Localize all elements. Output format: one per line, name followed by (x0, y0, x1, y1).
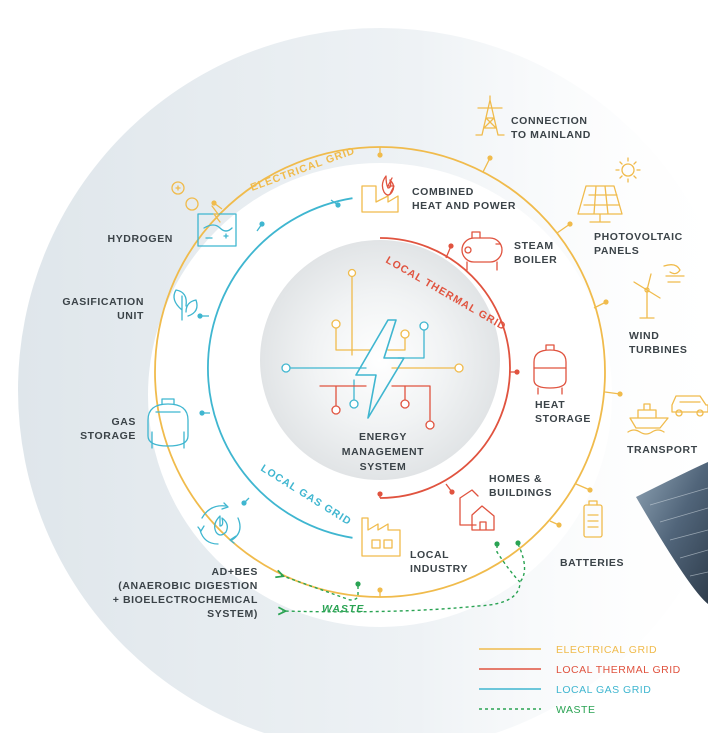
waste-label: WASTE (322, 603, 364, 615)
gasification-label-1: GASIFICATION (62, 296, 144, 308)
gas-connectors (197, 199, 341, 506)
waste-line-industry (280, 575, 359, 601)
chp-plant-icon (361, 175, 399, 213)
thermal-node-3 (377, 491, 383, 497)
steam-boiler-icon (461, 231, 503, 271)
thermal-connectors (377, 243, 520, 498)
heat-storage-label-1: HEAT (535, 399, 565, 411)
legend-label-waste: WASTE (556, 704, 595, 716)
ems-disc (260, 240, 500, 480)
electrical-node-6 (556, 522, 562, 528)
gas-node-1 (197, 313, 203, 319)
electrical-node-1 (487, 155, 493, 161)
wind-turbine-icon (633, 264, 685, 319)
waste-node-homes-b (515, 540, 521, 546)
leaf-icon (173, 289, 198, 321)
house-icon (459, 489, 495, 531)
hydrogen-electrolyser-icon (171, 181, 237, 247)
electrical-node-5 (587, 487, 593, 493)
adbes-label-3: + BIOELECTROCHEMICAL (113, 594, 258, 606)
city-photo (636, 462, 708, 604)
electrical-line-1 (482, 157, 491, 173)
electrical-node-3 (603, 299, 609, 305)
adbes-label-1: AD+BES (212, 566, 259, 578)
thermal-grid-arc (379, 237, 511, 499)
electrical-node-8 (211, 200, 217, 206)
wind-label-1: WIND (629, 330, 659, 342)
waste-node-homes (494, 541, 500, 547)
pv-label-1: PHOTOVOLTAIC (594, 231, 683, 243)
batteries-label: BATTERIES (560, 557, 624, 569)
thermal-node-0 (448, 243, 454, 249)
pylon-icon (475, 95, 505, 136)
chp-label-1: COMBINED (412, 186, 474, 198)
chp-label-2: HEAT AND POWER (412, 200, 516, 212)
hydrogen-label: HYDROGEN (108, 233, 173, 245)
electrical-node-7 (377, 587, 383, 593)
homes-label-2: BUILDINGS (489, 487, 552, 499)
electrical-connectors (211, 147, 623, 597)
ems-label-line2: MANAGEMENT (342, 446, 424, 458)
ems-label-line1: ENERGY (359, 431, 407, 443)
industry-label-1: LOCAL (410, 549, 449, 561)
lightning-circuit-icon (281, 268, 464, 430)
gas-storage-label-1: GAS (111, 416, 136, 428)
adbes-label-4: SYSTEM) (207, 608, 258, 620)
wind-label-2: TURBINES (629, 344, 687, 356)
gas-node-3 (241, 500, 247, 506)
legend-label-thermal: LOCAL THERMAL GRID (556, 664, 681, 676)
ship-car-icon (627, 395, 708, 435)
homes-label-1: HOMES & (489, 473, 542, 485)
legend: ELECTRICAL GRID LOCAL THERMAL GRID LOCAL G… (479, 644, 681, 716)
heat-tank-icon (533, 344, 567, 395)
pv-label-2: PANELS (594, 245, 639, 257)
transport-label: TRANSPORT (627, 444, 698, 456)
waste-line-homes-b (517, 543, 526, 583)
legend-label-gas: LOCAL GAS GRID (556, 684, 651, 696)
heat-storage-label-2: STORAGE (535, 413, 591, 425)
mainland-label-1: CONNECTION (511, 115, 588, 127)
solar-panel-icon (577, 157, 641, 223)
waste-lines (280, 543, 526, 612)
gas-tank-icon (147, 398, 189, 449)
steam-label-2: BOILER (514, 254, 557, 266)
gas-storage-label-2: STORAGE (80, 430, 136, 442)
adbes-label-2: (ANAEROBIC DIGESTION (118, 580, 258, 592)
gas-node-4 (335, 202, 341, 208)
electrical-node-4 (617, 391, 623, 397)
gas-grid-arc (207, 197, 353, 539)
steam-label-1: STEAM (514, 240, 554, 252)
battery-icon (583, 500, 603, 538)
gasification-label-2: UNIT (117, 310, 144, 322)
gas-node-0 (259, 221, 265, 227)
mainland-label-2: TO MAINLAND (511, 129, 591, 141)
waste-node-industry (355, 581, 361, 587)
ems-label-line3: SYSTEM (360, 461, 407, 473)
electrical-node-2 (567, 221, 573, 227)
thermal-node-2 (449, 489, 455, 495)
legend-label-electrical: ELECTRICAL GRID (556, 644, 657, 656)
recycle-flame-icon (197, 502, 241, 545)
electrical-node-0 (377, 152, 383, 158)
electrical-line-2 (556, 223, 571, 234)
gas-node-2 (199, 410, 205, 416)
factory-icon (361, 517, 401, 557)
industry-label-2: INDUSTRY (410, 563, 468, 575)
thermal-node-1 (514, 369, 520, 375)
